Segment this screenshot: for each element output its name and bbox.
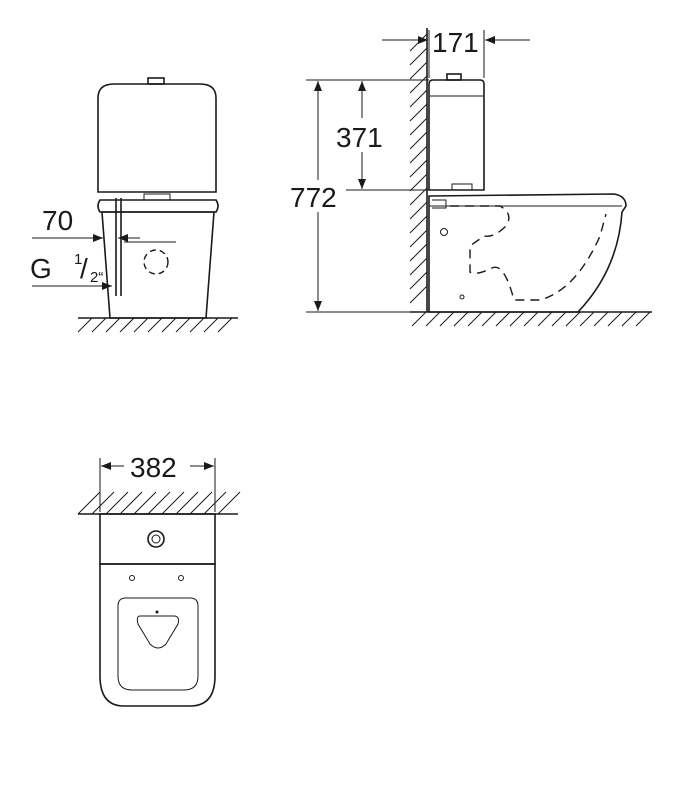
wall-hatch-stroke [409, 243, 428, 262]
top-fix-hole-left [129, 575, 135, 581]
floor-hatch-stroke [425, 311, 441, 327]
wall-hatch-stroke [409, 257, 428, 276]
side-trap-path [450, 205, 607, 301]
wall-hatch-stroke [91, 491, 115, 515]
floor-hatch-stroke [439, 311, 455, 327]
wall-hatch-stroke [409, 33, 428, 52]
floor-hatch-stroke [621, 311, 637, 327]
floor-hatch-stroke [453, 311, 469, 327]
thread-denominator: 2“ [90, 269, 103, 286]
dim-382-label: 382 [130, 452, 177, 483]
thread-numerator: 1 [74, 251, 82, 268]
side-cistern [428, 79, 485, 191]
floor-hatch-stroke [147, 317, 163, 333]
wall-hatch-stroke [133, 491, 157, 515]
front-view: 70 G 1 / 2“ [30, 77, 238, 333]
floor-hatch-stroke [537, 311, 553, 327]
floor-hatch-stroke [189, 317, 205, 333]
floor-hatch-stroke [203, 317, 219, 333]
top-flush-button-inner [151, 534, 161, 544]
floor-hatch-stroke [411, 311, 427, 327]
wall-hatch-stroke [189, 491, 213, 515]
floor-hatch-stroke [551, 311, 567, 327]
top-view: 382 [77, 452, 241, 707]
front-cistern [97, 83, 217, 193]
floor-hatch-stroke [565, 311, 581, 327]
floor-hatch-stroke [119, 317, 135, 333]
side-bottom-hole [459, 294, 465, 300]
floor-hatch-stroke [509, 311, 525, 327]
front-pedestal [101, 211, 215, 319]
flush-button [147, 77, 165, 85]
top-seat-opening [117, 597, 199, 691]
floor-hatch-stroke [495, 311, 511, 327]
cistern-connector [143, 193, 171, 201]
side-fixing-hole [440, 228, 448, 236]
floor-hatch-stroke [481, 311, 497, 327]
wall-hatch-stroke [147, 491, 171, 515]
side-bowl [428, 193, 627, 313]
floor-hatch-stroke [91, 317, 107, 333]
front-floor-hatch [77, 317, 233, 333]
top-wall-hatch [77, 491, 241, 515]
wall-hatch [409, 33, 428, 304]
floor-hatch-stroke [579, 311, 595, 327]
side-hinge [432, 199, 447, 209]
top-bowl [99, 563, 216, 707]
dim-70-label: 70 [42, 205, 73, 236]
wall-hatch-stroke [161, 491, 185, 515]
wall-hatch-stroke [217, 491, 241, 515]
floor-hatch-stroke [133, 317, 149, 333]
floor-hatch-stroke [217, 317, 233, 333]
wall-hatch-stroke [409, 159, 428, 178]
wall-hatch-stroke [119, 491, 143, 515]
wall-hatch-stroke [409, 131, 428, 150]
floor-hatch-stroke [523, 311, 539, 327]
floor-hatch-stroke [105, 317, 121, 333]
thread-slash: / [80, 253, 88, 284]
side-view: 171 371 772 [290, 27, 652, 327]
side-cistern-connector [451, 183, 473, 191]
wall-hatch-stroke [409, 229, 428, 248]
top-water-area [136, 615, 179, 649]
top-rim-dot [155, 610, 159, 614]
wall-hatch-stroke [409, 187, 428, 206]
top-flush-button-outer [147, 530, 165, 548]
wall-hatch-stroke [409, 173, 428, 192]
wall-hatch-stroke [409, 285, 428, 304]
wall-hatch-stroke [409, 215, 428, 234]
floor-hatch-stroke [77, 317, 93, 333]
side-flush-button [446, 73, 462, 81]
wall-hatch-stroke [409, 201, 428, 220]
floor-hatch-stroke [175, 317, 191, 333]
top-cistern [99, 513, 216, 565]
wall-hatch-stroke [409, 117, 428, 136]
top-fix-hole-right [178, 575, 184, 581]
floor-hatch-stroke [593, 311, 609, 327]
wall-hatch-stroke [409, 103, 428, 122]
floor-hatch-stroke [607, 311, 623, 327]
wall-hatch-stroke [409, 271, 428, 290]
wall-hatch-stroke [409, 89, 428, 108]
front-seat-band [97, 199, 219, 213]
dim-171-label: 171 [432, 27, 479, 58]
thread-label: G [30, 253, 52, 284]
dim-371-label: 371 [336, 122, 383, 153]
floor-hatch-stroke [161, 317, 177, 333]
outlet-circle [143, 249, 169, 275]
wall-hatch-stroke [409, 145, 428, 164]
dim-772-label: 772 [290, 182, 337, 213]
wall-hatch-stroke [409, 47, 428, 66]
wall-hatch-stroke [105, 491, 129, 515]
floor-hatch-stroke [467, 311, 483, 327]
wall-hatch-stroke [409, 75, 428, 94]
wall-hatch-stroke [409, 61, 428, 80]
side-floor-hatch [411, 311, 651, 327]
wall-hatch-stroke [175, 491, 199, 515]
wall-hatch-stroke [77, 491, 101, 515]
floor-hatch-stroke [635, 311, 651, 327]
